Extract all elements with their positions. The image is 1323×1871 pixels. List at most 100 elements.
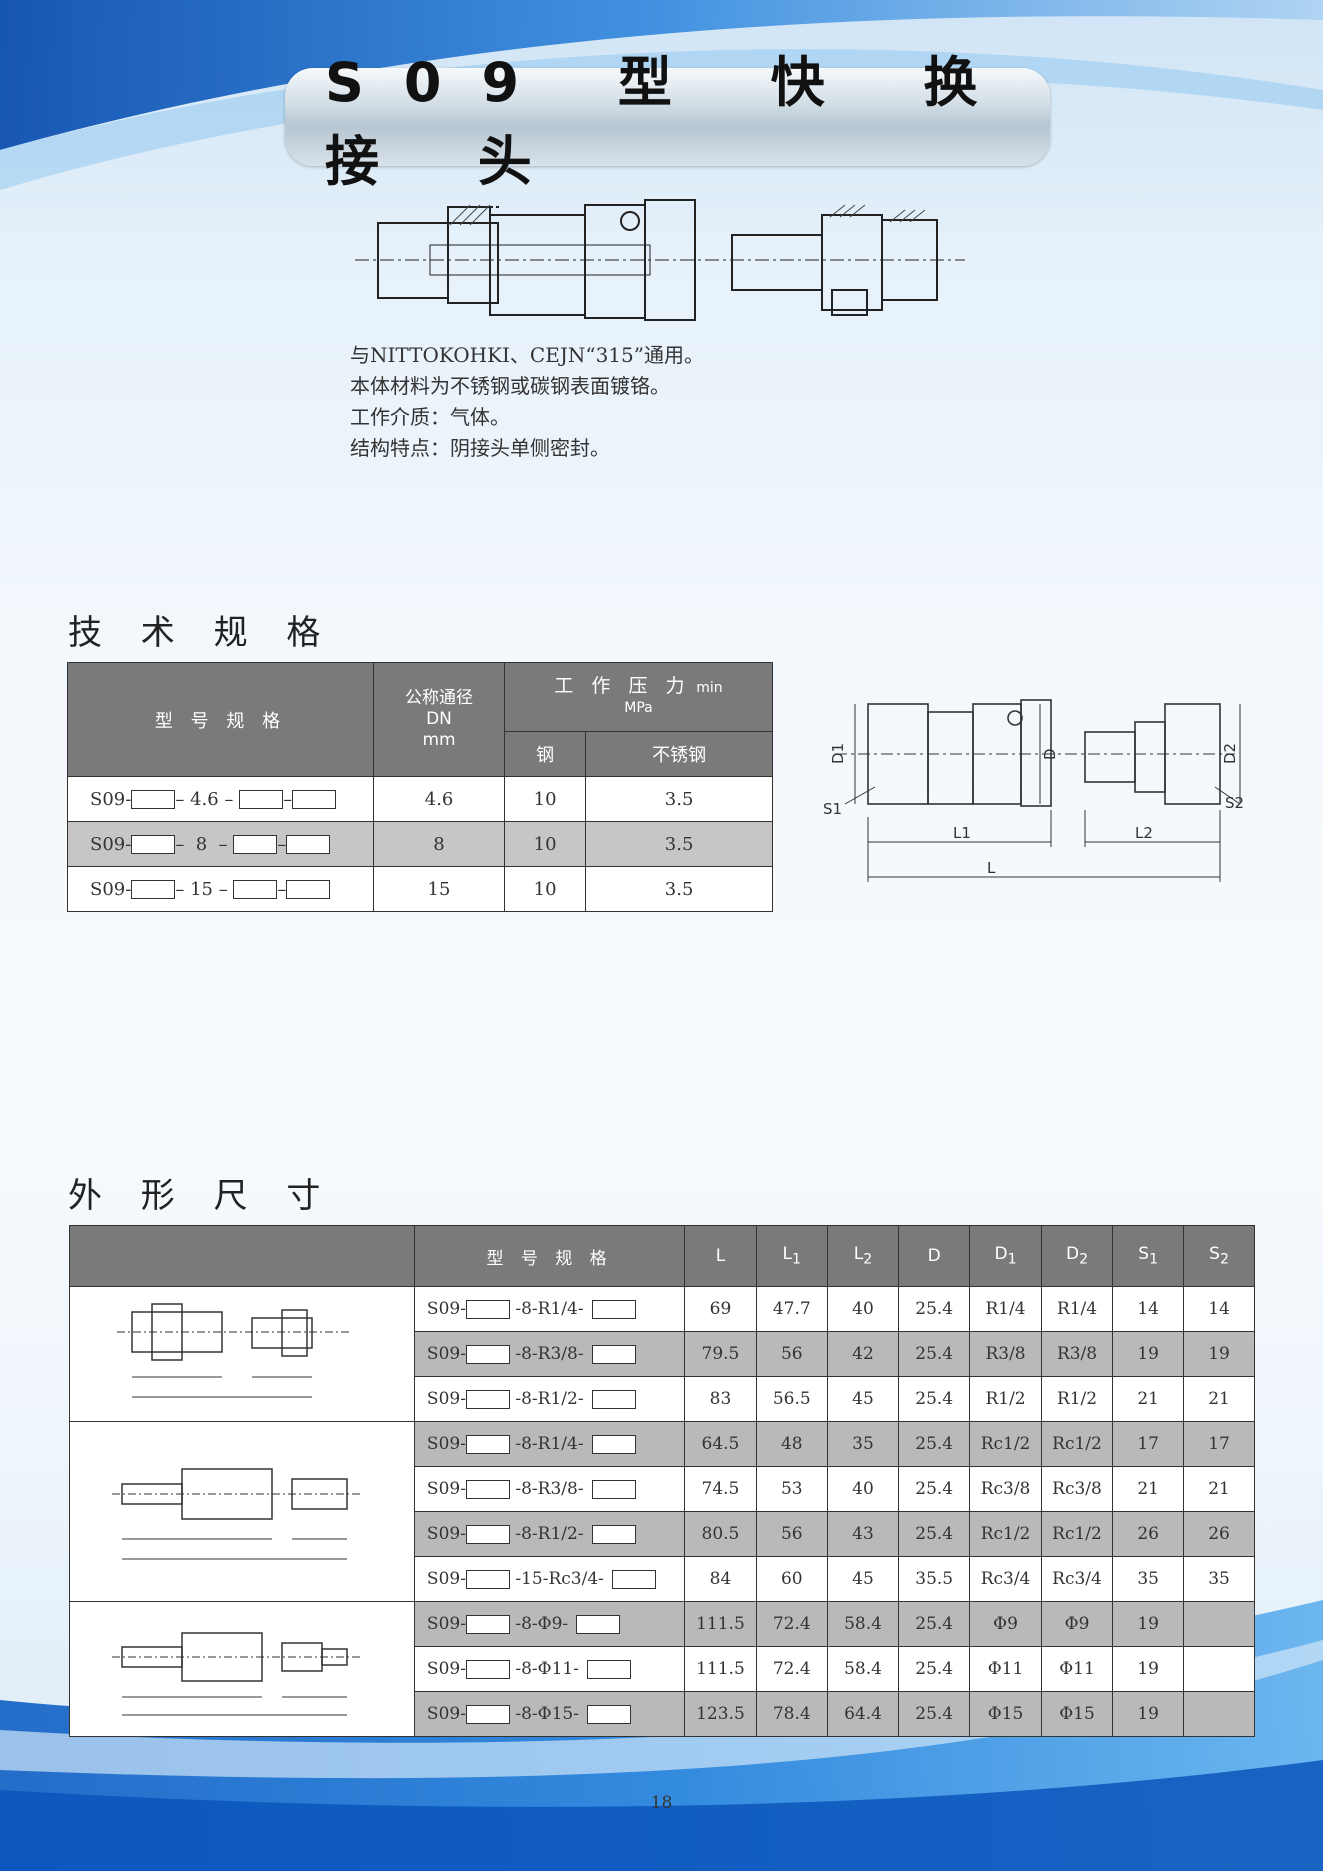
model-code: -8-R1/4- xyxy=(515,1434,584,1454)
value-cell-S1: 19 xyxy=(1112,1691,1185,1737)
model-size: 15 xyxy=(190,878,213,900)
model-code: -8-R1/4- xyxy=(515,1299,584,1319)
value-cell-S2: 21 xyxy=(1183,1466,1255,1512)
header-S1-main: S xyxy=(1138,1244,1150,1265)
model-code: -8-R1/2- xyxy=(515,1389,584,1409)
value-cell-D: 25.4 xyxy=(898,1511,971,1557)
header-D2-sub: 2 xyxy=(1079,1251,1089,1268)
steel-cell: 10 xyxy=(503,866,587,912)
header-S1: S1 xyxy=(1112,1225,1185,1287)
value-cell-L2: 35 xyxy=(826,1421,900,1467)
value-cell-D2: Rc1/2 xyxy=(1040,1421,1114,1467)
dn-label: 公称通径 xyxy=(405,688,473,708)
value-cell-L: 64.5 xyxy=(684,1421,757,1467)
blank-box xyxy=(591,1480,636,1499)
value-cell-S1: 19 xyxy=(1112,1646,1185,1692)
value-cell-L: 111.5 xyxy=(684,1646,757,1692)
blank-box xyxy=(465,1480,510,1499)
value-cell-D2: Rc1/2 xyxy=(1040,1511,1114,1557)
value-cell-D2: Φ15 xyxy=(1040,1691,1114,1737)
model-code: -8-Φ15- xyxy=(515,1704,579,1724)
model-size: 8 xyxy=(195,833,208,855)
value-cell-L1: 48 xyxy=(755,1421,828,1467)
model-prefix: S09- xyxy=(426,1434,466,1454)
model-cell: S09- -8-R1/4- xyxy=(413,1421,686,1467)
label-D: D xyxy=(1041,748,1059,760)
value-cell-L1: 60 xyxy=(755,1556,828,1602)
value-cell-S1: 26 xyxy=(1112,1511,1185,1557)
blank-box xyxy=(131,790,176,809)
value-cell-S2 xyxy=(1183,1646,1255,1692)
value-cell-S1: 35 xyxy=(1112,1556,1185,1602)
model-prefix: S09- xyxy=(426,1524,466,1544)
model-code: -8-R1/2- xyxy=(515,1524,584,1544)
header-L1-main: L xyxy=(782,1244,793,1265)
dn-unit: DN xyxy=(426,709,452,729)
header-D1-main: D xyxy=(994,1244,1008,1265)
blank-box xyxy=(465,1660,510,1679)
spec-header-model: 型 号 规 格 xyxy=(67,662,374,777)
blank-box xyxy=(286,835,331,854)
value-cell-L: 80.5 xyxy=(684,1511,757,1557)
value-cell-S2: 21 xyxy=(1183,1376,1255,1422)
value-cell-D2: Φ11 xyxy=(1040,1646,1114,1692)
blank-box xyxy=(465,1300,510,1319)
model-prefix: S09- xyxy=(426,1614,466,1634)
table-row: S09-– 15 – – 15 10 3.5 xyxy=(67,866,773,912)
value-cell-S1: 21 xyxy=(1112,1466,1185,1512)
model-cell: S09- -8-R1/2- xyxy=(413,1511,686,1557)
value-cell-S1: 19 xyxy=(1112,1331,1185,1377)
dimensions-table: 型 号 规 格 L L1 L2 D D1 D2 S1 S2 S09- -8-R1… xyxy=(69,1225,1255,1737)
header-D2: D2 xyxy=(1040,1225,1114,1287)
header-S2-sub: 2 xyxy=(1219,1251,1229,1268)
value-cell-L1: 47.7 xyxy=(755,1286,828,1332)
blank-box xyxy=(591,1300,636,1319)
value-cell-D: 25.4 xyxy=(898,1331,971,1377)
model-prefix: S09- xyxy=(90,788,132,810)
header-D2-main: D xyxy=(1065,1244,1080,1265)
value-cell-S2: 26 xyxy=(1183,1511,1255,1557)
steel-cell: 10 xyxy=(503,776,587,822)
value-cell-L1: 56 xyxy=(755,1331,828,1377)
model-prefix: S09- xyxy=(426,1569,466,1589)
intro-line: 与NITTOKOHKI、CEJN“315”通用。 xyxy=(350,343,704,367)
value-cell-S1: 14 xyxy=(1112,1286,1185,1332)
dimensions-heading: 外 形 尺 寸 xyxy=(68,1176,335,1216)
blank-box xyxy=(465,1525,510,1544)
model-cell: S09-– 15 – – xyxy=(67,866,374,912)
blank-box xyxy=(239,790,284,809)
value-cell-D: 25.4 xyxy=(898,1466,971,1512)
blank-box xyxy=(286,880,331,899)
blank-box xyxy=(611,1570,656,1589)
model-cell: S09- -8-R3/8- xyxy=(413,1466,686,1512)
label-S1: S1 xyxy=(823,800,842,818)
pressure-unit: MPa xyxy=(624,700,653,716)
spec-heading: 技 术 规 格 xyxy=(68,613,335,653)
value-cell-L2: 40 xyxy=(826,1286,900,1332)
model-prefix: S09- xyxy=(426,1659,466,1679)
value-cell-L2: 64.4 xyxy=(826,1691,900,1737)
value-cell-L1: 78.4 xyxy=(755,1691,828,1737)
model-size: 4.6 xyxy=(190,788,219,810)
header-S2: S2 xyxy=(1183,1225,1255,1287)
dimension-diagram: D1 D D2 S1 S2 L1 L2 L xyxy=(823,699,1244,882)
value-cell-L: 74.5 xyxy=(684,1466,757,1512)
connector-sketch xyxy=(69,1601,415,1737)
dn-cell: 4.6 xyxy=(373,776,505,822)
table-row: S09-– 8 – – 8 10 3.5 xyxy=(67,821,773,867)
value-cell-L2: 58.4 xyxy=(826,1646,900,1692)
pressure-min: min xyxy=(696,680,723,696)
value-cell-L2: 40 xyxy=(826,1466,900,1512)
blank-box xyxy=(292,790,337,809)
blank-box xyxy=(591,1435,636,1454)
blank-box xyxy=(465,1615,510,1634)
blank-box xyxy=(576,1615,621,1634)
coupling-section-drawing xyxy=(355,199,965,321)
value-cell-D2: Rc3/4 xyxy=(1040,1556,1114,1602)
pressure-label: 工 作 压 力 xyxy=(554,675,691,697)
value-cell-D1: Rc1/2 xyxy=(969,1511,1042,1557)
value-cell-D2: Φ9 xyxy=(1040,1601,1114,1647)
